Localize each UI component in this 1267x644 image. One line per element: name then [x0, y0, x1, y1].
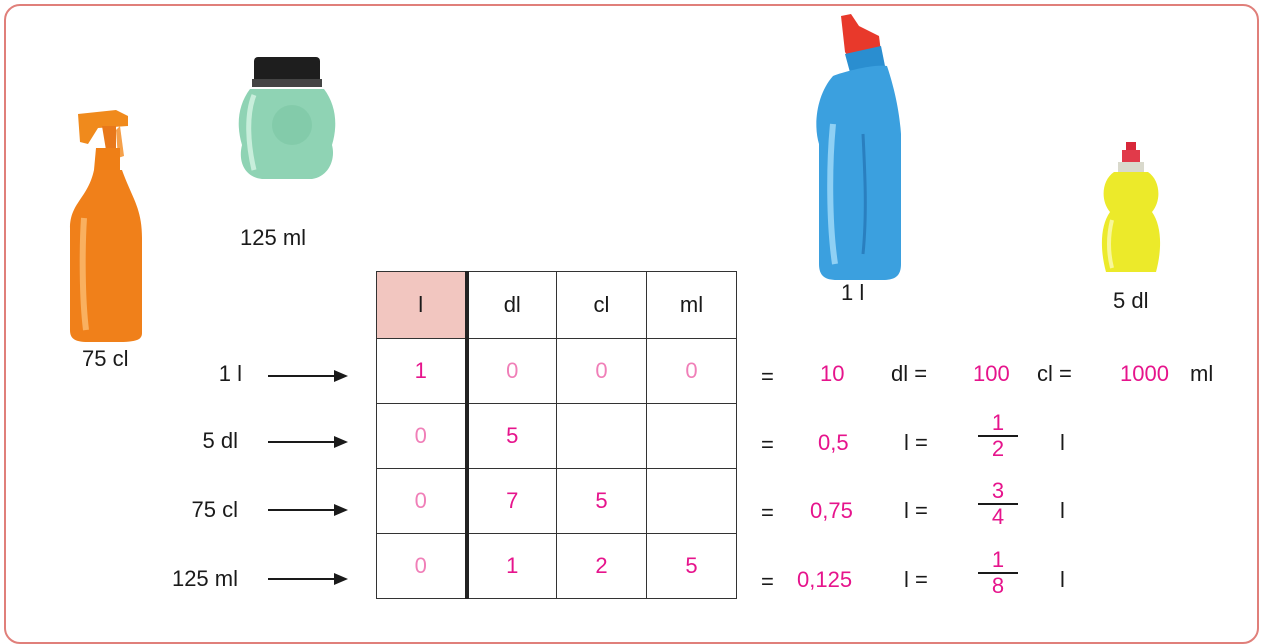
soap-label: 5 dl [1113, 288, 1149, 313]
unit-cl: cl = [1037, 361, 1072, 386]
value-dl: 10 [820, 361, 845, 386]
blue-bottle-image [816, 14, 901, 280]
dish-soap-bottle-image [1101, 142, 1161, 272]
row-label-1: 1 l [218, 361, 242, 386]
fraction-numerator: 3 [991, 478, 1005, 503]
fraction-bar [978, 435, 1018, 437]
jar-label: 125 ml [240, 225, 307, 250]
equals-sign: = [761, 364, 774, 389]
fraction-numerator: 1 [991, 410, 1005, 435]
table-cell [556, 403, 647, 469]
equals-sign: = [761, 432, 774, 457]
gel-jar-image [238, 57, 336, 179]
table-header-row: l dl cl ml [376, 271, 737, 339]
table-cell: 5 [646, 533, 737, 599]
header-ml: ml [646, 271, 737, 339]
table-cell: 5 [556, 468, 647, 534]
table-cell [646, 468, 737, 534]
unit-l: l = [904, 567, 928, 592]
table-row: 0 1 2 5 [376, 533, 737, 599]
fraction: 3 4 [978, 480, 1018, 528]
bottle-label: 1 l [841, 280, 865, 305]
table-cell: 7 [466, 468, 557, 534]
arrow-icon [268, 573, 348, 585]
table-cell [646, 403, 737, 469]
table-cell: 1 [376, 338, 469, 404]
equals-sign: = [761, 569, 774, 594]
arrow-icon [268, 504, 348, 516]
fraction-denominator: 4 [991, 504, 1005, 529]
header-dl: dl [466, 271, 557, 339]
header-cl: cl [556, 271, 647, 339]
table-cell: 5 [466, 403, 557, 469]
table-cell: 0 [376, 533, 469, 599]
equals-sign: = [761, 500, 774, 525]
row-label-4: 125 ml [171, 566, 238, 591]
arrow-icon [268, 370, 348, 382]
row-label-2: 5 dl [202, 428, 238, 453]
unit-ml: ml [1190, 361, 1214, 386]
arrow-icon [268, 436, 348, 448]
table-row: 0 5 [376, 403, 737, 469]
fraction-denominator: 2 [991, 436, 1005, 461]
table-cell: 1 [466, 533, 557, 599]
header-l: l [376, 271, 469, 339]
fraction-bar [978, 572, 1018, 574]
fraction-denominator: 8 [991, 573, 1005, 598]
value-cl: 100 [973, 361, 1010, 386]
table-row: 0 7 5 [376, 468, 737, 534]
unit-l: l = [904, 430, 928, 455]
fraction: 1 8 [978, 549, 1018, 597]
fraction-numerator: 1 [991, 547, 1005, 572]
value-ml: 1000 [1120, 361, 1169, 386]
conversion-table: l dl cl ml 1 0 0 0 0 5 0 7 5 0 1 2 5 [376, 271, 737, 599]
decimal-value: 0,75 [810, 498, 853, 523]
table-cell: 2 [556, 533, 647, 599]
unit-l: l = [904, 498, 928, 523]
table-cell: 0 [376, 468, 469, 534]
unit-dl: dl = [891, 361, 928, 386]
fraction-bar [978, 503, 1018, 505]
spray-label: 75 cl [82, 346, 129, 371]
unit-l: l [1060, 498, 1065, 523]
spray-bottle-image [70, 110, 142, 342]
table-row: 1 0 0 0 [376, 338, 737, 404]
table-cell: 0 [376, 403, 469, 469]
row-label-3: 75 cl [191, 497, 238, 522]
unit-l: l [1060, 430, 1065, 455]
unit-l: l [1060, 567, 1065, 592]
fraction: 1 2 [978, 412, 1018, 460]
decimal-value: 0,5 [818, 430, 849, 455]
table-cell: 0 [556, 338, 647, 404]
decimal-value: 0,125 [797, 567, 853, 592]
table-cell: 0 [466, 338, 557, 404]
table-cell: 0 [646, 338, 737, 404]
